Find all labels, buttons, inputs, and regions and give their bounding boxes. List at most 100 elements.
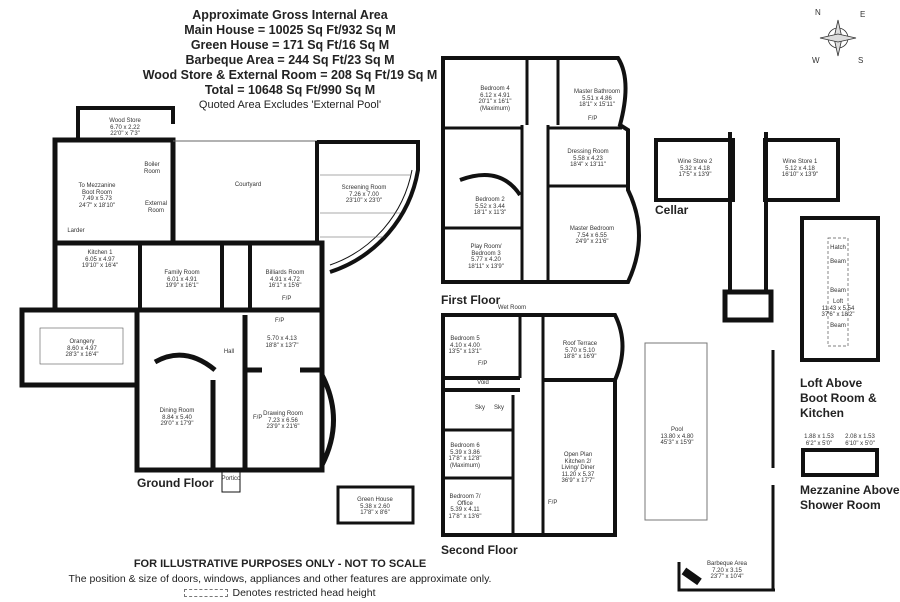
room-larder: Larder (67, 228, 84, 235)
area-summary: Approximate Gross Internal Area Main Hou… (100, 8, 480, 113)
title-line: Kitchen (800, 406, 845, 420)
room-name: Bedroom 5 (450, 336, 480, 342)
room-imperial: 23'7" x 10'4" (710, 574, 744, 580)
room-metric: 6.01 x 4.91 (167, 276, 197, 283)
second-floor-title: Second Floor (441, 543, 518, 557)
room-name: Living/ Diner (561, 465, 595, 471)
room-name: Bedroom 6 (450, 443, 480, 449)
dashed-key-icon (184, 589, 229, 598)
room-imperial: 18'1" x 15'11" (579, 102, 615, 108)
room-name: Loft (832, 299, 843, 305)
compass-s: S (858, 56, 864, 65)
room-imperial: 20'1" x 16'1" (478, 99, 512, 105)
compass-e: E (860, 10, 866, 19)
room-metric: 7.54 x 6.55 (577, 232, 607, 239)
room-imperial: 22'0" x 7'3" (110, 131, 140, 137)
room-name: Kitchen 2/ (564, 458, 592, 465)
room-metric: 4.91 x 4.72 (270, 276, 300, 283)
cellar-walls (654, 132, 840, 323)
room-metric: 5.70 x 5.10 (565, 347, 595, 354)
room-metric: 13.80 x 4.80 (660, 433, 694, 440)
loft-hatch-label: Hatch (830, 245, 846, 251)
title-line: Loft Above (800, 376, 863, 390)
area-note: Quoted Area Excludes 'External Pool' (198, 99, 382, 111)
room-imperial: 18'4" x 13'11" (570, 162, 606, 168)
room-imperial: 23'10" x 23'0" (345, 198, 383, 204)
loft-beam-label: Beam (830, 323, 846, 329)
fireplace-label: F/P (275, 318, 285, 324)
room-metric: 7.20 x 3.15 (712, 567, 742, 574)
area-total: Total = 10648 Sq Ft/990 Sq M (204, 83, 376, 97)
room-metric: 5.77 x 4.20 (471, 257, 501, 263)
room-name: External (144, 201, 168, 207)
position-note: The position & size of doors, windows, a… (68, 573, 492, 585)
area-main-house: Main House = 10025 Sq Ft/932 Sq M (184, 23, 396, 37)
room-name: Bedroom 3 (471, 250, 501, 257)
room-metric: 6.05 x 4.97 (85, 256, 115, 263)
room-name: Room (147, 207, 165, 214)
room-imperial: 16'10" x 13'9" (781, 172, 819, 178)
room-name: Bedroom 2 (475, 197, 505, 203)
room-imperial: 17'8" x 13'6" (448, 513, 482, 520)
room-name: Pool (670, 427, 683, 433)
room-name: Wood Store (109, 118, 141, 124)
room-name: Boot Room (81, 189, 112, 196)
room-imperial: 17'8" x 8'6" (360, 510, 390, 516)
room-name: Larder (67, 228, 85, 234)
room-metric: 6.12 x 4.91 (480, 92, 510, 99)
room-name: Roof Terrace (562, 341, 598, 347)
room-courtyard: Courtyard (235, 182, 261, 189)
room-imperial: 29'0" x 17'9" (160, 421, 194, 427)
room-metric: 7.26 x 7.00 (349, 191, 379, 198)
loft-beam-label: Beam (830, 288, 846, 294)
compass-icon (819, 19, 857, 57)
room-imperial: 6'10" x 5'0" (845, 440, 875, 447)
room-note: (Maximum) (450, 462, 480, 469)
room-imperial: 18'8" x 16'9" (563, 354, 597, 360)
room-metric: 5.52 x 3.44 (475, 203, 505, 210)
room-name: Courtyard (234, 182, 262, 188)
room-name: Office (457, 500, 473, 507)
room-metric: 5.70 x 4.13 (267, 336, 297, 342)
room-name: Wine Store 1 (782, 159, 818, 165)
room-imperial: 18'8" x 13'7" (265, 342, 299, 349)
room-metric: 7.23 x 6.56 (268, 417, 298, 424)
room-name: Dining Room (159, 408, 195, 414)
room-metric: 7.49 x 5.73 (82, 196, 112, 202)
area-barbeque: Barbeque Area = 244 Sq Ft/23 Sq M (185, 53, 395, 67)
room-name: Hall (223, 349, 235, 355)
room-metric: 11.43 x 5.54 (821, 305, 855, 312)
room-name: Wet Room (497, 305, 527, 311)
head-height-key: Denotes restricted head height (0, 587, 560, 599)
room-name: Dressing Room (567, 149, 609, 155)
room-name: Bedroom 4 (480, 86, 510, 92)
room-imperial: 13'5" x 13'1" (448, 349, 482, 355)
first-floor-walls (441, 56, 641, 284)
compass-n: N (815, 8, 821, 17)
room-imperial: 23'9" x 21'6" (266, 424, 300, 430)
area-title: Approximate Gross Internal Area (192, 8, 388, 22)
fireplace-label: F/P (478, 361, 488, 367)
room-metric: 5.51 x 4.86 (582, 95, 612, 102)
room-name: Master Bedroom (569, 226, 615, 232)
area-green-house: Green House = 171 Sq Ft/16 Sq M (190, 38, 390, 52)
key-label: Denotes restricted head height (232, 587, 376, 599)
room-name: Bedroom 7/ (449, 494, 481, 500)
room-metric: 4.10 x 4.00 (450, 342, 480, 349)
